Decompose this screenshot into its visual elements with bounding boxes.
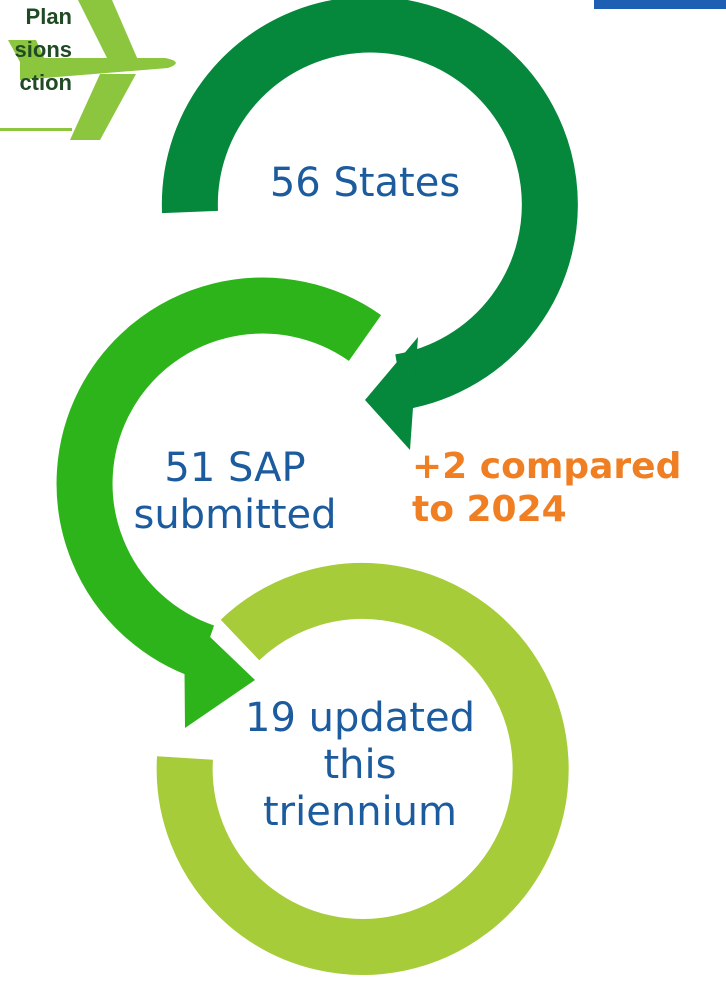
logo-text: Plan sions ction [0, 0, 72, 99]
step-label-line: this [323, 742, 397, 789]
comparison-note-line: to 2024 [412, 489, 567, 531]
step-arc-sap [56, 277, 382, 728]
logo-line: sions [14, 37, 72, 62]
step-label-line: triennium [263, 789, 457, 836]
step-label-line: 56 States [269, 160, 461, 206]
logo-line: ction [19, 70, 72, 95]
step-arc-updated [156, 563, 569, 975]
comparison-note: +2 compared to 2024 [412, 445, 726, 531]
step-label-line: 19 updated [245, 695, 475, 741]
step-label-sap: 51 SAP submitted [110, 445, 360, 539]
logo-line: Plan [25, 4, 72, 29]
step-arc-states [161, 0, 578, 450]
step-label-states: 56 States [230, 160, 500, 207]
header-accent-bar [594, 0, 726, 9]
comparison-note-line: +2 compared [412, 446, 682, 487]
step-label-line: submitted [133, 492, 337, 539]
step-label-updated: 19 updated this triennium [200, 695, 520, 837]
logo [0, 0, 176, 140]
step-label-line: 51 SAP [164, 445, 306, 491]
airplane-icon [0, 0, 176, 140]
